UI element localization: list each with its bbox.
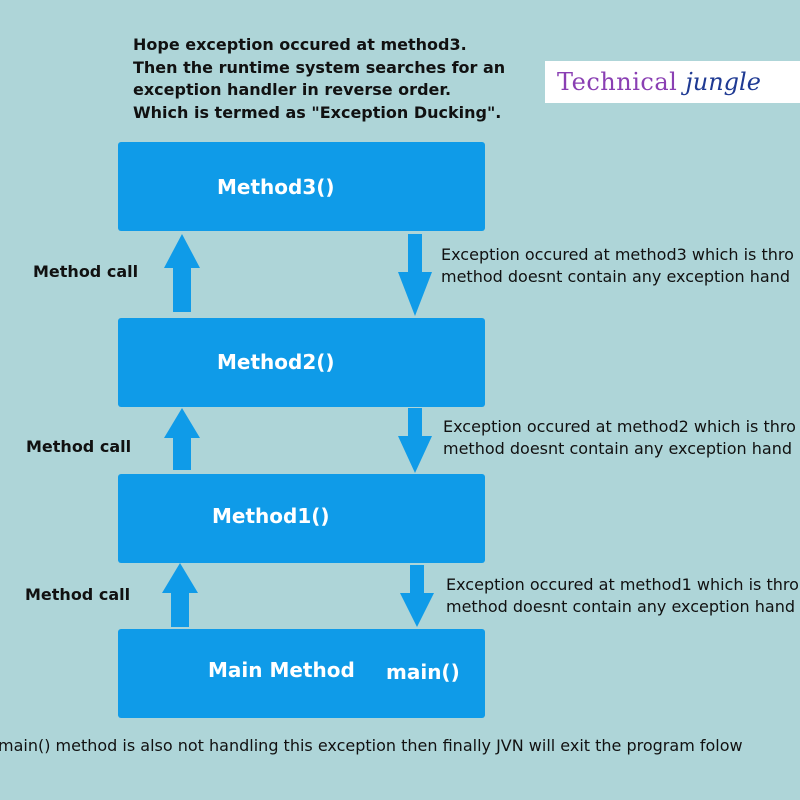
- logo-word-technical: Technical: [557, 68, 678, 96]
- intro-line: exception handler in reverse order.: [133, 80, 452, 99]
- note-line: Exception occured at method3 which is th…: [441, 245, 794, 264]
- method-call-label: Method call: [26, 437, 132, 456]
- logo-word-jungle: jungle: [685, 68, 761, 96]
- exception-down-arrow: [400, 565, 434, 627]
- method2-box: Method2(): [118, 318, 485, 407]
- note-line: method doesnt contain any exception hand: [441, 267, 790, 286]
- exception-down-arrow: [398, 234, 432, 316]
- method-call-label: Method call: [33, 262, 139, 281]
- note-line: Exception occured at method2 which is th…: [443, 417, 796, 436]
- method-call-up-arrow: [164, 408, 200, 470]
- exception-down-arrow: [398, 408, 432, 473]
- technical-jungle-logo: Technical jungle: [545, 61, 800, 103]
- note-line: method doesnt contain any exception hand: [443, 439, 792, 458]
- main-function-label: main(): [386, 660, 460, 684]
- method3-box: Method3(): [118, 142, 485, 231]
- exception-note-method1: Exception occured at method1 which is th…: [446, 574, 799, 618]
- method1-label: Method1(): [212, 504, 330, 528]
- note-line: Exception occured at method1 which is th…: [446, 575, 799, 594]
- exception-note-method2: Exception occured at method2 which is th…: [443, 416, 796, 460]
- intro-line: Then the runtime system searches for an: [133, 57, 506, 77]
- intro-line: Which is termed as "Exception Ducking".: [133, 102, 502, 122]
- intro-line: Hope exception occured at method3.: [133, 35, 467, 54]
- method-call-up-arrow: [164, 234, 200, 312]
- method-call-label: Method call: [25, 585, 131, 604]
- note-line: method doesnt contain any exception hand: [446, 597, 795, 616]
- main-method-label: Main Method: [208, 658, 355, 682]
- method1-box: Method1(): [118, 474, 485, 563]
- intro-text: Hope exception occured at method3. Then …: [133, 34, 533, 124]
- footer-text: main() method is also not handling this …: [0, 736, 743, 755]
- method2-label: Method2(): [217, 350, 335, 374]
- method-call-up-arrow: [162, 563, 198, 627]
- main-method-box: Main Method main(): [118, 629, 485, 718]
- exception-note-method3: Exception occured at method3 which is th…: [441, 244, 794, 288]
- method3-label: Method3(): [217, 175, 335, 199]
